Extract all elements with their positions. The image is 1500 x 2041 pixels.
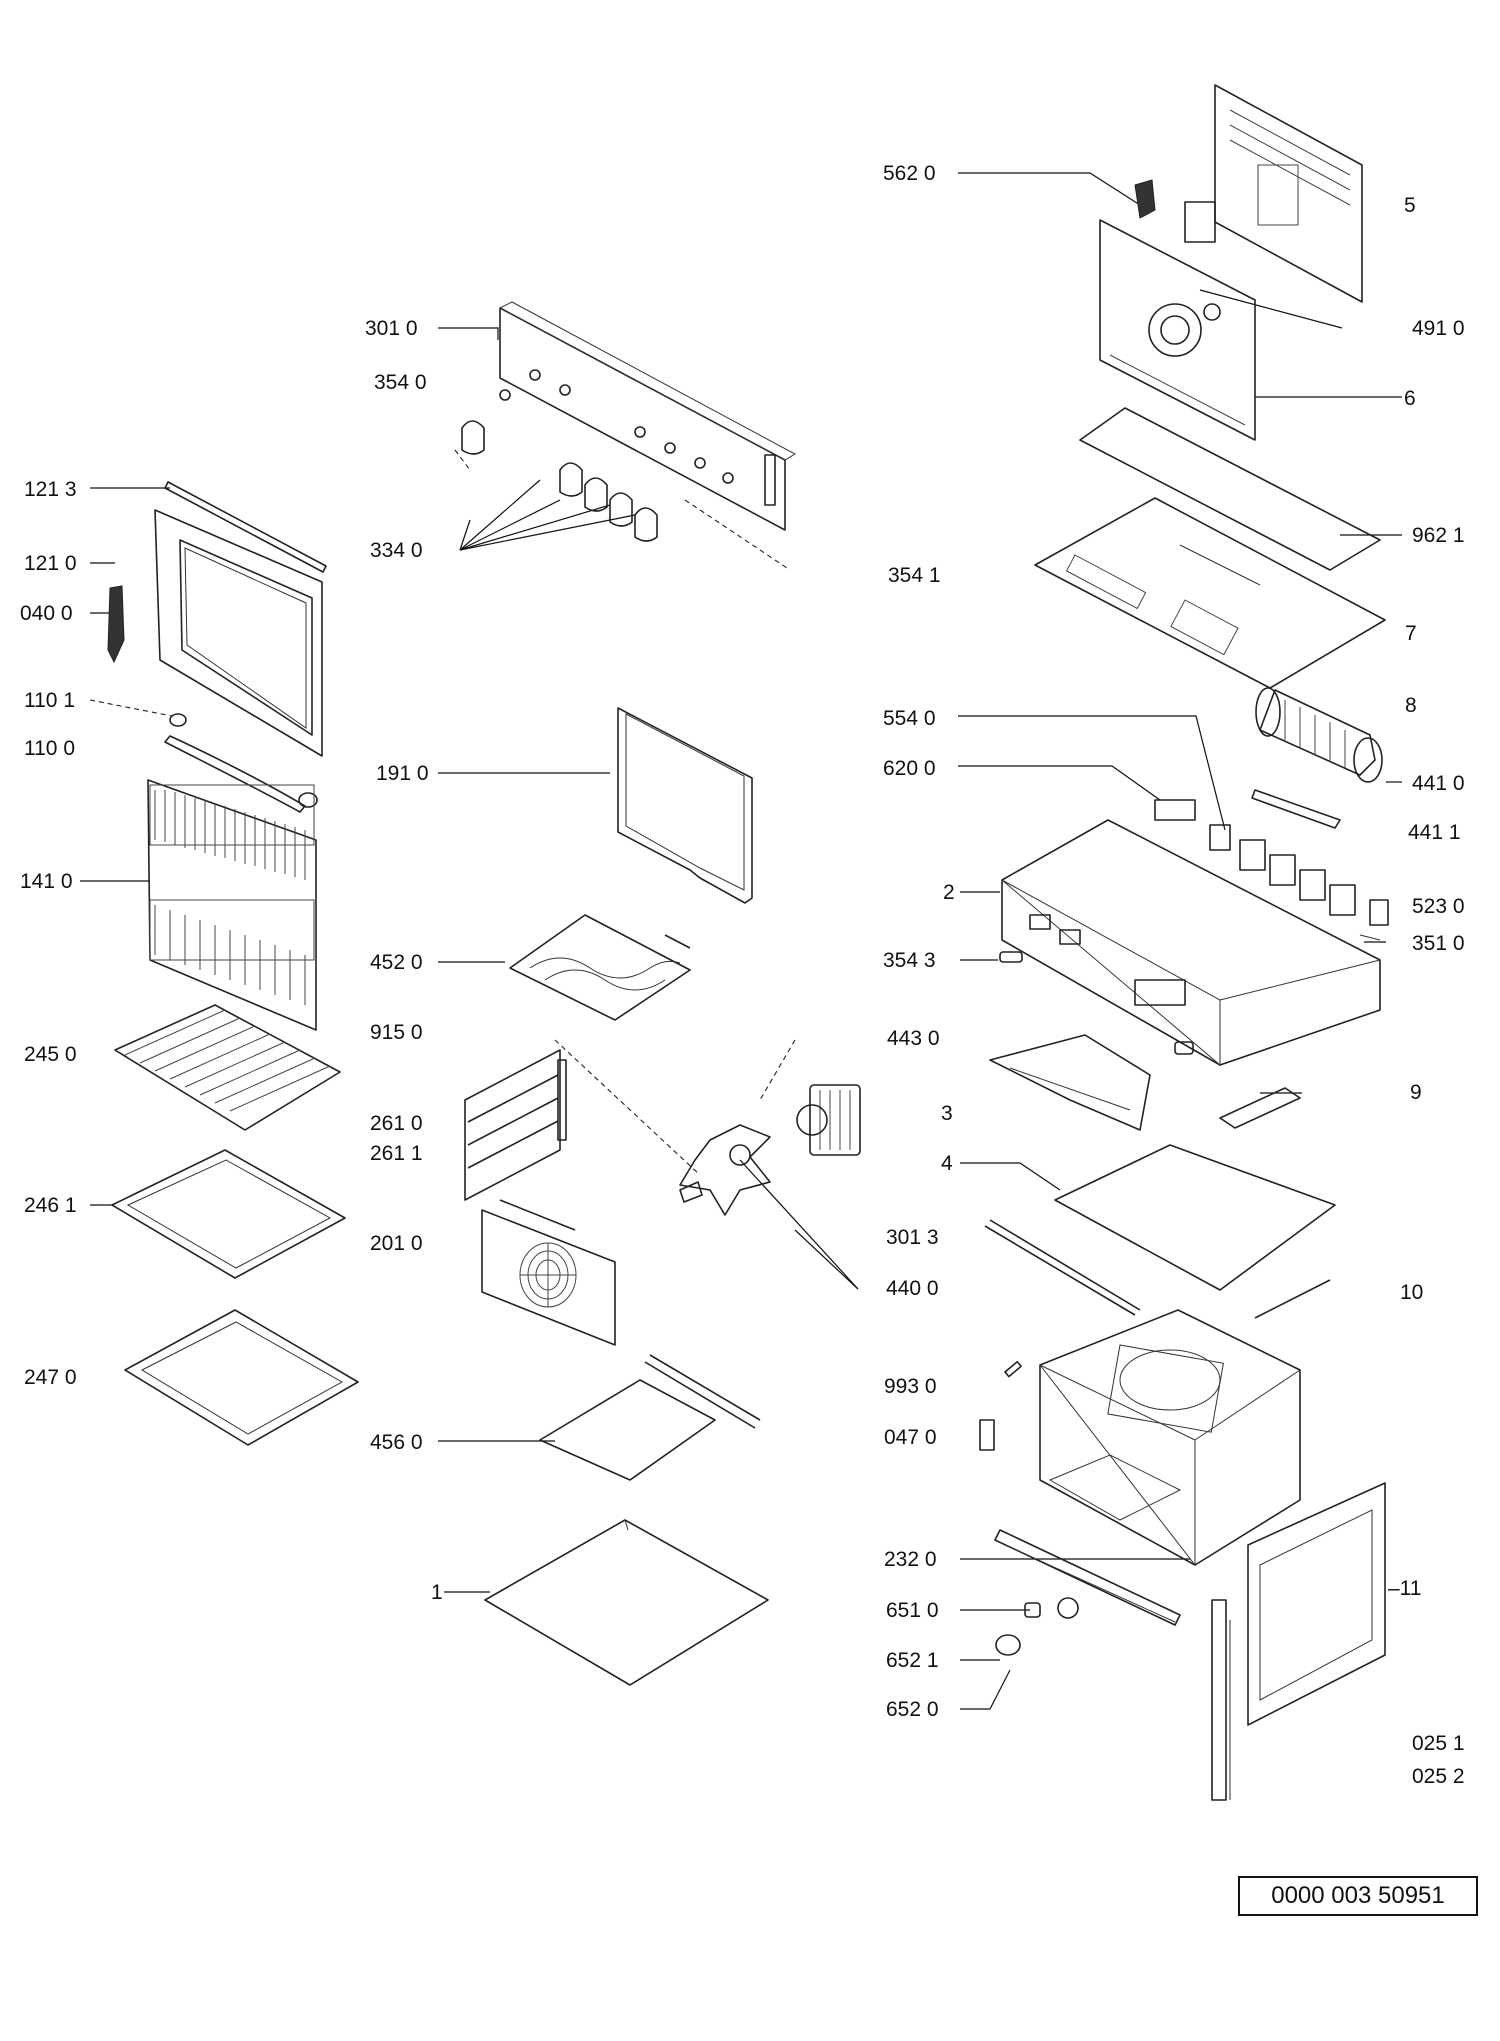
part-pins — [999, 934, 1381, 1055]
label-620-0: 620 0 — [883, 757, 936, 780]
part-tangential-fan — [1251, 687, 1383, 829]
label-110-0: 110 0 — [24, 737, 75, 760]
label-1: 1 — [431, 1581, 443, 1604]
label-440-0: 440 0 — [886, 1277, 939, 1300]
part-bottom-panel — [484, 1519, 769, 1686]
part-lamp-assembly — [995, 1597, 1079, 1656]
part-control-knobs — [461, 420, 658, 542]
label-040-0: 040 0 — [20, 602, 73, 625]
label-141-0: 141 0 — [20, 870, 73, 893]
part-inner-door-glass — [147, 779, 317, 1031]
part-side-rails — [464, 1049, 567, 1201]
label-4: 4 — [941, 1152, 953, 1175]
leader-lines — [80, 172, 1402, 1710]
part-control-panel — [498, 301, 797, 571]
part-door-top-strip — [164, 481, 327, 573]
label-452-0: 452 0 — [370, 951, 423, 974]
label-652-1: 652 1 — [886, 1649, 939, 1672]
label-6: 6 — [1404, 387, 1416, 410]
label-301-3: 301 3 — [886, 1226, 939, 1249]
document-number-box: 0000 003 50951 — [1238, 1876, 1478, 1916]
label-246-1: 246 1 — [24, 1194, 77, 1217]
label-554-0: 554 0 — [883, 707, 936, 730]
label-2: 2 — [943, 881, 955, 904]
part-duct-channel — [989, 1034, 1151, 1131]
label-5: 5 — [1404, 194, 1416, 217]
part-wire-shelf — [114, 1004, 341, 1131]
part-oven-cavity — [1039, 1309, 1301, 1567]
label-191-0: 191 0 — [376, 762, 429, 785]
label-354-0: 354 0 — [374, 371, 427, 394]
part-door-gasket — [617, 707, 753, 904]
part-door-handle — [164, 713, 318, 813]
label-8: 8 — [1405, 694, 1417, 717]
part-bottom-rail — [994, 1529, 1181, 1626]
label-025-2: 025 2 — [1412, 1765, 1465, 1788]
label-523-0: 523 0 — [1412, 895, 1465, 918]
label-7: 7 — [1405, 622, 1417, 645]
label-354-3: 354 3 — [883, 949, 936, 972]
part-clips — [979, 1360, 1022, 1451]
label-261-0: 261 0 — [370, 1112, 423, 1135]
label-441-0: 441 0 — [1412, 772, 1465, 795]
label-025-1: 025 1 — [1412, 1732, 1465, 1755]
label-121-3: 121 3 — [24, 478, 77, 501]
part-insulation-panel — [1054, 1144, 1336, 1291]
label-232-0: 232 0 — [884, 1548, 937, 1571]
label-245-0: 245 0 — [24, 1043, 77, 1066]
label-121-0: 121 0 — [24, 552, 77, 575]
label-261-1: 261 1 — [370, 1142, 423, 1165]
label-652-0: 652 0 — [886, 1698, 939, 1721]
part-side-frame — [1211, 1482, 1386, 1801]
part-top-cover — [1034, 497, 1386, 689]
label-10: 10 — [1400, 1281, 1424, 1304]
part-back-plate — [1099, 219, 1256, 441]
label-201-0: 201 0 — [370, 1232, 423, 1255]
part-insulation-strip — [1079, 407, 1381, 571]
label-562-0: 562 0 — [883, 162, 936, 185]
label-351-0: 351 0 — [1412, 932, 1465, 955]
part-fan-cover — [481, 1199, 616, 1346]
label-962-1: 962 1 — [1412, 524, 1465, 547]
label-456-0: 456 0 — [370, 1431, 423, 1454]
part-rod — [984, 1219, 1141, 1316]
part-baking-tray — [111, 1149, 346, 1279]
part-rod-10 — [1254, 1279, 1331, 1319]
part-rear-wall — [1214, 84, 1363, 303]
label-301-0: 301 0 — [365, 317, 418, 340]
label-334-0: 334 0 — [370, 539, 423, 562]
label-3: 3 — [941, 1102, 953, 1125]
label-651-0: 651 0 — [886, 1599, 939, 1622]
part-grill-tray — [539, 1354, 761, 1481]
label-441-1: 441 1 — [1408, 821, 1461, 844]
part-fan-motor — [554, 1039, 861, 1216]
label-443-0: 443 0 — [887, 1027, 940, 1050]
label-110-1: 110 1 — [24, 689, 75, 712]
part-heating-element — [509, 914, 691, 1021]
label-491-0: 491 0 — [1412, 317, 1465, 340]
part-control-housing — [1001, 799, 1389, 1067]
label-9: 9 — [1410, 1081, 1422, 1104]
part-small-brackets — [1134, 179, 1216, 243]
label-915-0: 915 0 — [370, 1021, 423, 1044]
part-vent-strip — [1219, 1087, 1301, 1129]
label-11: –11 — [1388, 1577, 1422, 1600]
part-outer-door — [154, 509, 323, 757]
part-hinge — [107, 585, 125, 664]
label-993-0: 993 0 — [884, 1375, 937, 1398]
label-047-0: 047 0 — [884, 1426, 937, 1449]
part-deep-tray — [124, 1309, 359, 1446]
label-247-0: 247 0 — [24, 1366, 77, 1389]
label-354-1: 354 1 — [888, 564, 941, 587]
